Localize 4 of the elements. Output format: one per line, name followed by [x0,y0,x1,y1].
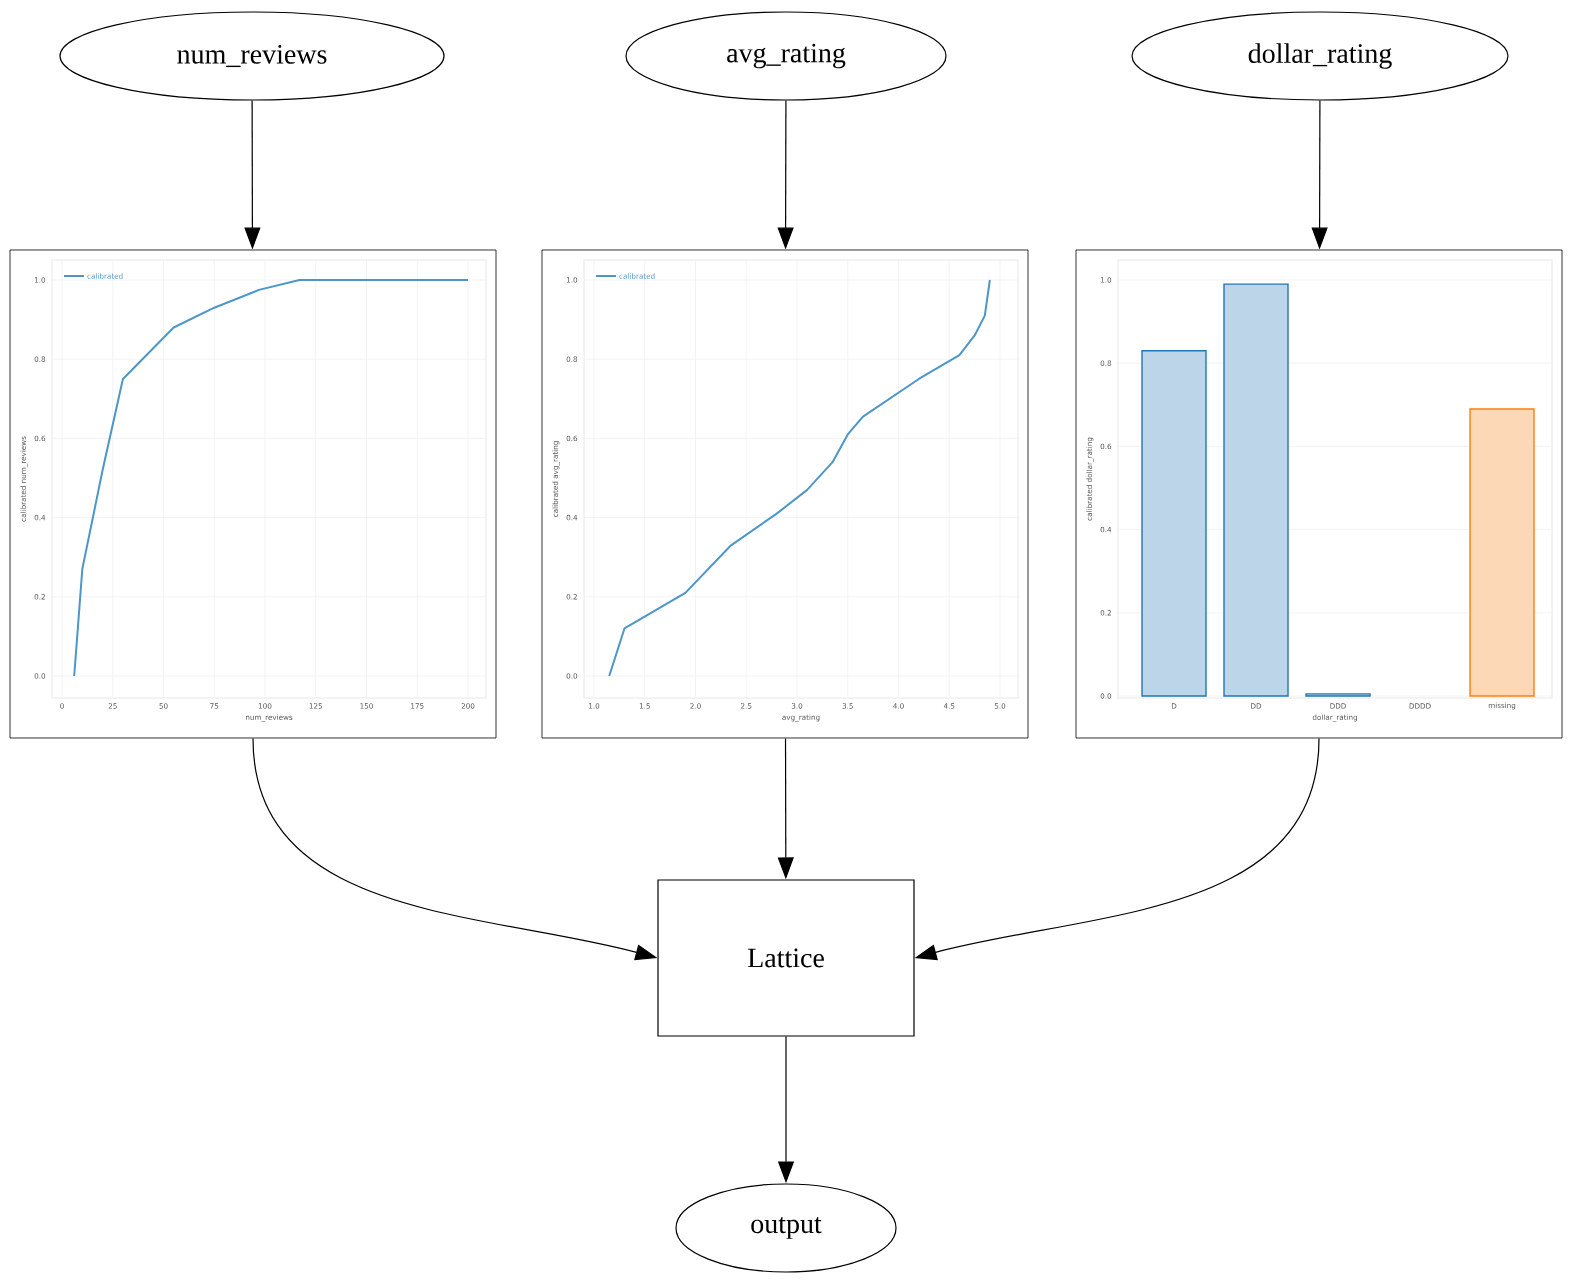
line-chart [9,249,497,739]
bar-chart [1075,249,1563,739]
lattice-box: Lattice [657,879,915,1037]
line-chart [541,249,1029,739]
